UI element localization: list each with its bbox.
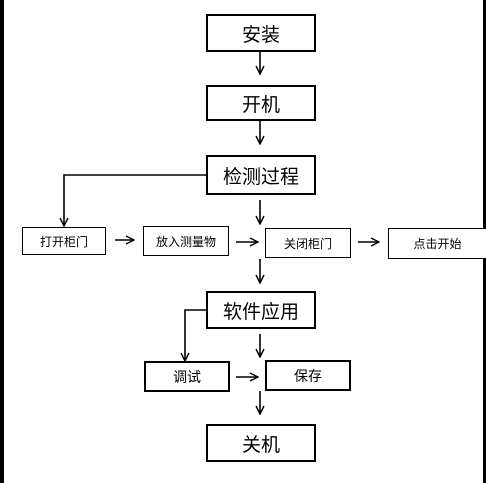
step-software-app: 软件应用 — [206, 291, 316, 329]
step-testing-process: 检测过程 — [206, 155, 316, 195]
step-click-start: 点击开始 — [388, 228, 486, 259]
step-place-object: 放入测量物 — [143, 226, 229, 256]
step-save: 保存 — [265, 360, 351, 391]
step-shutdown: 关机 — [206, 424, 316, 462]
step-open-cabinet: 打开柜门 — [22, 227, 106, 255]
step-power-on: 开机 — [206, 85, 316, 121]
step-close-cabinet: 关闭柜门 — [265, 228, 351, 258]
left-edge-bar — [0, 0, 4, 483]
arrow-testing-to-open-cabinet — [64, 174, 206, 226]
step-install: 安装 — [206, 14, 316, 52]
arrow-software-to-debug — [185, 309, 206, 361]
step-debug: 调试 — [144, 361, 230, 392]
